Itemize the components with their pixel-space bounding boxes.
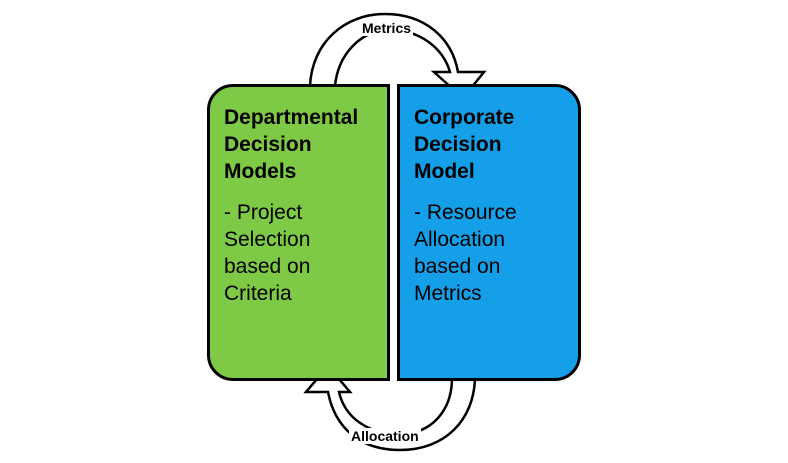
title-line: Corporate [414,106,515,129]
departmental-box-body: - Project Selection based on Criteria [224,199,387,307]
corporate-box-body: - Resource Allocation based on Metrics [414,199,578,307]
title-line: Decision [224,133,312,156]
bottom-curved-arrow-icon [303,364,477,452]
corporate-decision-model-box: Corporate Decision Model - Resource Allo… [397,84,581,381]
body-line: Metrics [414,282,482,305]
allocation-arrow-label: Allocation [349,428,421,444]
corporate-box-title: Corporate Decision Model [414,104,578,185]
title-line: Model [414,160,475,183]
body-line: - Resource [414,201,517,224]
body-line: Criteria [224,282,292,305]
body-line: Allocation [414,228,506,251]
departmental-decision-models-box: Departmental Decision Models - Project S… [207,84,390,381]
title-line: Models [224,160,297,183]
body-line: Selection [224,228,311,251]
title-line: Decision [414,133,502,156]
body-line: based on [224,255,311,278]
metrics-arrow-label: Metrics [360,20,414,36]
title-line: Departmental [224,106,359,129]
body-line: - Project [224,201,303,224]
body-line: based on [414,255,501,278]
departmental-box-title: Departmental Decision Models [224,104,387,185]
